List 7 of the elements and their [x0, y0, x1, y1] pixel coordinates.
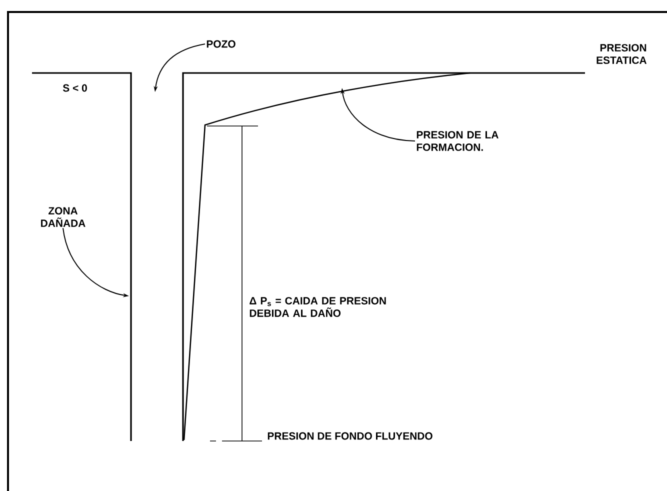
label-text: PRESION DE FONDO FLUYENDO [268, 432, 432, 440]
label-text: S < 0 [62, 84, 87, 92]
callout-text: ZONA DAÑADA [41, 207, 86, 227]
callout-text: PRESION DE LA FORMACION. [416, 131, 498, 151]
callout-text: POZO [206, 40, 236, 48]
label-text: Δ P$_{s}$ = CAIDA DE PRESION DEBIDA AL DAÑO [250, 297, 386, 317]
label-text: PRESION ESTATICA [596, 44, 647, 64]
